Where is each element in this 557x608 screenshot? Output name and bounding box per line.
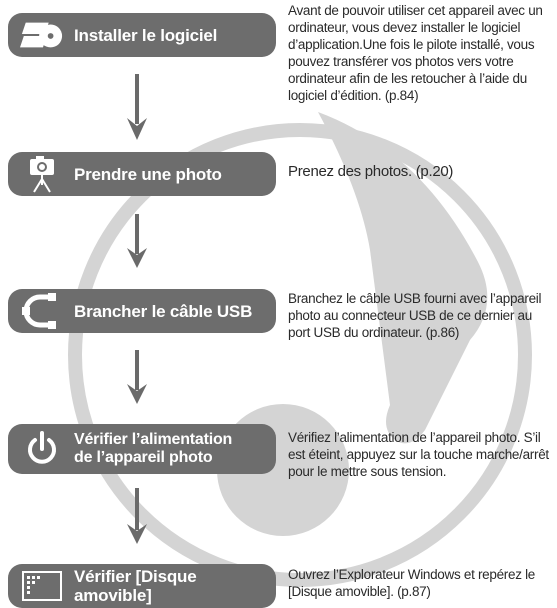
step-label: Installer le logiciel bbox=[74, 25, 218, 45]
step-label-line: de l’appareil photo bbox=[74, 449, 213, 466]
removable-disk-icon bbox=[20, 568, 64, 604]
camera-tripod-icon bbox=[20, 156, 64, 193]
step-description: Avant de pouvoir utiliser cet appareil a… bbox=[288, 3, 543, 103]
step-label: Vérifier [Disque amovible] bbox=[74, 567, 197, 605]
step-description: Branchez le câble USB fourni avec l’appa… bbox=[288, 291, 542, 340]
step-description: Vérifiez l’alimentation de l’appareil ph… bbox=[288, 430, 549, 479]
step-label: Prendre une photo bbox=[74, 164, 222, 184]
step-install-software: Installer le logiciel bbox=[8, 13, 276, 57]
down-arrow-icon bbox=[127, 350, 147, 404]
step-check-power: Vérifier l’alimentation de l’appareil ph… bbox=[8, 424, 276, 474]
step-take-photo: Prendre une photo bbox=[8, 152, 276, 196]
step-label: Brancher le câble USB bbox=[74, 301, 253, 321]
usb-icon bbox=[20, 293, 64, 329]
step-check-removable-disk: Vérifier [Disque amovible] bbox=[8, 564, 276, 608]
power-icon bbox=[20, 431, 64, 467]
step-connect-usb: Brancher le câble USB bbox=[8, 289, 276, 333]
cd-install-icon bbox=[20, 17, 64, 53]
step-label-line: Vérifier l’alimentation bbox=[74, 431, 233, 448]
down-arrow-icon bbox=[127, 488, 147, 544]
down-arrow-icon bbox=[127, 214, 147, 268]
step-description: Ouvrez l’Explorateur Windows et repérez … bbox=[288, 567, 536, 599]
step-description: Prenez des photos. (p.20) bbox=[288, 163, 454, 180]
down-arrow-icon bbox=[127, 74, 147, 140]
step-label: Vérifier l’alimentation de l’appareil ph… bbox=[74, 431, 232, 467]
